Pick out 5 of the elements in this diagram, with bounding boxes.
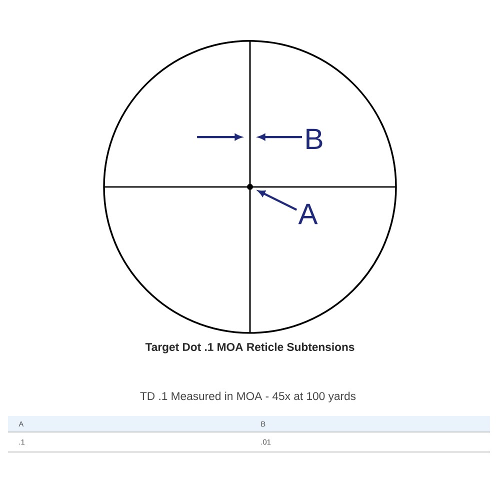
arrow xyxy=(258,190,298,211)
dimension-letter: A xyxy=(298,204,318,224)
dimension-letter: B xyxy=(306,128,322,150)
caption: Target Dot .1 MOA Reticle Subtensions xyxy=(145,342,354,354)
table-title: TD .1 Measured in MOA - 45x at 100 yards xyxy=(140,392,356,402)
